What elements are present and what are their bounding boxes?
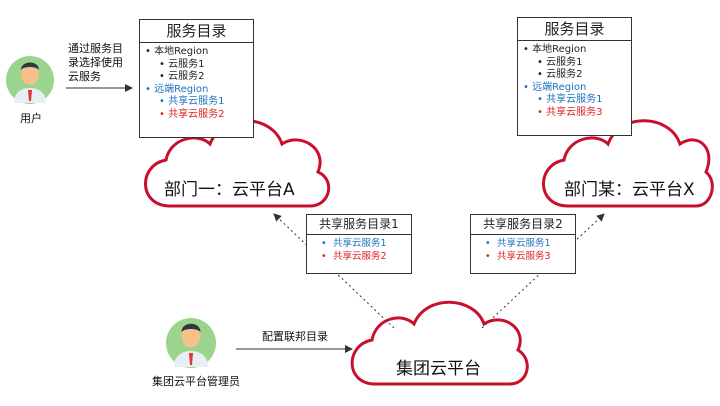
catalog-item: • 共享云服务2 xyxy=(145,109,249,122)
cloud-x-shape xyxy=(542,119,714,208)
bullet-icon: • xyxy=(523,44,533,55)
bullet-icon: • xyxy=(145,46,155,57)
shared-item-text: 共享云服务1 xyxy=(333,238,387,249)
shared-item-text: 共享云服务1 xyxy=(497,238,551,249)
shared-catalog-1: 共享服务目录1 • 共享云服务1 • 共享云服务2 xyxy=(306,214,412,274)
user-label: 用户 xyxy=(20,112,42,125)
bullet-icon: • xyxy=(159,58,169,70)
catalog-item-text: 云服务2 xyxy=(168,71,205,83)
user-annotation: 通过服务目 录选择使用 云服务 xyxy=(68,42,123,83)
bullet-icon: • xyxy=(159,96,169,108)
shared-catalog-2: 共享服务目录2 • 共享云服务1 • 共享云服务3 xyxy=(470,214,576,274)
shared-catalog-title: 共享服务目录2 xyxy=(471,215,575,235)
admin-label: 集团云平台管理员 xyxy=(152,375,240,388)
bullet-icon: • xyxy=(523,81,533,93)
admin-annotation: 配置联邦目录 xyxy=(262,330,328,343)
bullet-icon: • xyxy=(537,69,547,81)
bullet-icon: • xyxy=(145,83,155,95)
bullet-icon: • xyxy=(485,250,491,262)
catalog-item-text: 共享云服务1 xyxy=(168,96,225,108)
catalog-item-text: 本地Region xyxy=(154,46,209,57)
catalog-item: • 共享云服务1 xyxy=(523,94,627,107)
catalog-item-text: 共享云服务3 xyxy=(546,106,603,118)
catalog-items: • 本地Region• 云服务1• 云服务2• 远端Region• 共享云服务1… xyxy=(140,43,253,122)
service-catalog-right: 服务目录 • 本地Region• 云服务1• 云服务2• 远端Region• 共… xyxy=(517,17,632,136)
catalog-item: • 本地Region xyxy=(145,46,249,59)
catalog-item: • 云服务2 xyxy=(523,69,627,82)
catalog-item: • 共享云服务1 xyxy=(145,96,249,109)
shared-item: • 共享云服务1 xyxy=(321,238,411,251)
catalog-item-text: 云服务2 xyxy=(546,69,583,81)
bullet-icon: • xyxy=(537,106,547,118)
service-catalog-left: 服务目录 • 本地Region• 云服务1• 云服务2• 远端Region• 共… xyxy=(139,19,254,138)
cloud-group-label: 集团云平台 xyxy=(396,359,481,379)
bullet-icon: • xyxy=(537,94,547,106)
catalog-item-text: 共享云服务1 xyxy=(546,94,603,106)
catalog-item: • 云服务1 xyxy=(523,57,627,70)
catalog-item: • 云服务1 xyxy=(145,59,249,72)
catalog-title: 服务目录 xyxy=(518,18,631,41)
bullet-icon: • xyxy=(159,108,169,120)
catalog-item: • 远端Region xyxy=(523,82,627,95)
admin-avatar-icon xyxy=(166,318,216,368)
bullet-icon: • xyxy=(321,250,327,262)
cloud-a-label: 部门一：云平台A xyxy=(164,180,295,200)
shared-item-text: 共享云服务2 xyxy=(333,250,387,262)
bullet-icon: • xyxy=(537,56,547,68)
shared-catalog-items: • 共享云服务1 • 共享云服务2 xyxy=(307,235,411,263)
shared-item: • 共享云服务1 xyxy=(485,238,575,251)
cloud-x-label: 部门某：云平台X xyxy=(564,180,695,200)
catalog-item-text: 本地Region xyxy=(532,44,587,55)
catalog-item: • 远端Region xyxy=(145,84,249,97)
shared-item: • 共享云服务2 xyxy=(321,251,411,264)
catalog-item-text: 共享云服务2 xyxy=(168,108,225,120)
catalog-item-text: 云服务1 xyxy=(168,58,205,70)
shared-item: • 共享云服务3 xyxy=(485,251,575,264)
bullet-icon: • xyxy=(485,238,491,249)
catalog-item-text: 云服务1 xyxy=(546,56,583,68)
bullet-icon: • xyxy=(159,71,169,83)
catalog-item-text: 远端Region xyxy=(532,81,587,93)
catalog-item: • 本地Region xyxy=(523,44,627,57)
catalog-title: 服务目录 xyxy=(140,20,253,43)
catalog-item: • 共享云服务3 xyxy=(523,107,627,120)
catalog-item: • 云服务2 xyxy=(145,71,249,84)
shared-catalog-items: • 共享云服务1 • 共享云服务3 xyxy=(471,235,575,263)
user-avatar-icon xyxy=(6,56,54,104)
catalog-items: • 本地Region• 云服务1• 云服务2• 远端Region• 共享云服务1… xyxy=(518,41,631,120)
cloud-group-shape xyxy=(350,300,529,386)
catalog-item-text: 远端Region xyxy=(154,83,209,95)
shared-catalog-title: 共享服务目录1 xyxy=(307,215,411,235)
shared-item-text: 共享云服务3 xyxy=(497,250,551,262)
bullet-icon: • xyxy=(321,238,327,249)
